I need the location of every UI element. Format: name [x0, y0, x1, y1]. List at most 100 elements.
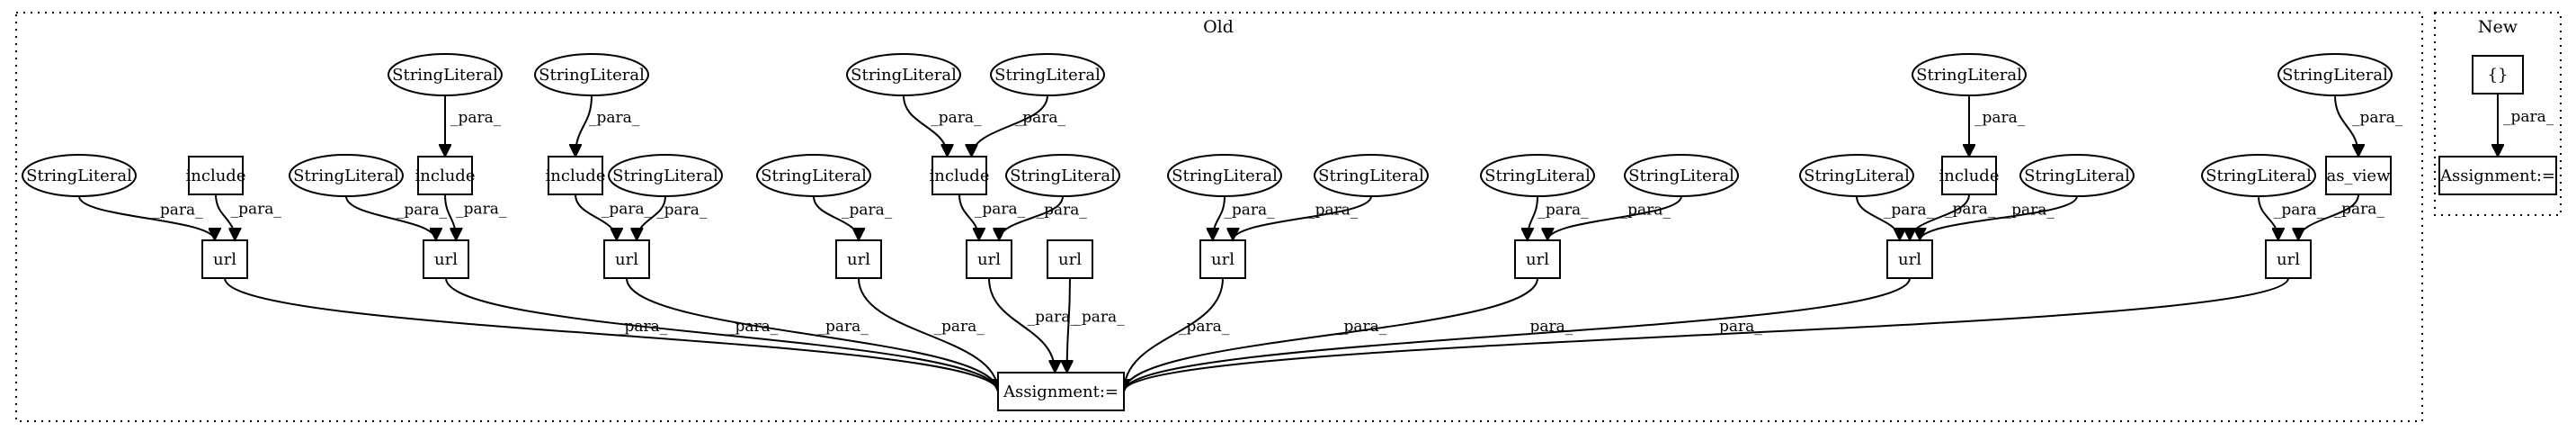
edge-line	[445, 277, 998, 392]
node-label: StringLiteral	[761, 166, 867, 185]
include-node: include	[415, 156, 475, 195]
edge-line	[2298, 194, 2359, 241]
edge-line	[575, 94, 593, 157]
cluster-border	[15, 12, 2423, 422]
node-label: include	[186, 166, 246, 185]
edge-label: _para_	[1015, 109, 1066, 127]
edge-line	[858, 277, 998, 392]
node-label: StringLiteral	[612, 166, 718, 185]
url-node: url	[201, 239, 248, 279]
edge-label: _para_	[1074, 309, 1125, 327]
url-node: url	[1199, 239, 1246, 279]
assignment-node: Assignment:=	[2438, 156, 2557, 195]
node-label: include	[1939, 166, 2000, 185]
include-node: include	[930, 156, 989, 195]
node-label: url	[1898, 250, 1921, 269]
edge: _para_	[1910, 194, 1996, 241]
edge-label: _para_	[934, 318, 985, 336]
node-label: StringLiteral	[1804, 166, 1910, 185]
edge-line	[1920, 195, 2078, 241]
node-box	[2438, 156, 2557, 195]
url-node: url	[2265, 239, 2312, 279]
edge-line	[444, 194, 456, 240]
url-node: url	[966, 239, 1012, 279]
url-node: url	[423, 239, 469, 279]
string-literal-node: StringLiteral	[1480, 154, 1595, 197]
url-node: url	[1514, 239, 1561, 279]
node-box	[1047, 239, 1093, 279]
node-box	[966, 239, 1012, 279]
edge-label: _para_	[818, 318, 869, 336]
braces-node: {}	[2472, 55, 2524, 94]
node-label: url	[1526, 250, 1549, 269]
edge-line	[575, 194, 617, 241]
node-ellipse	[388, 53, 503, 96]
edge-line	[958, 194, 979, 241]
string-literal-node: StringLiteral	[990, 53, 1105, 96]
include-node: include	[546, 156, 606, 195]
edge-line	[999, 195, 1064, 241]
edge-label: _para_	[1336, 318, 1387, 336]
node-label: StringLiteral	[1484, 166, 1591, 185]
edge: _para_	[903, 94, 982, 158]
node-ellipse	[534, 53, 649, 96]
edge-label: _para_	[931, 109, 982, 127]
string-literal-node: StringLiteral	[846, 53, 961, 96]
edge-label: _para_	[2004, 202, 2055, 220]
node-label: url	[615, 250, 638, 269]
node-label: StringLiteral	[539, 66, 645, 85]
node-label: Assignment:=	[1003, 382, 1119, 401]
string-literal-node: StringLiteral	[289, 154, 404, 197]
node-label: url	[2277, 250, 2300, 269]
edge: _para_	[2258, 195, 2325, 241]
edge-label: _para_	[1037, 202, 1088, 220]
node-label: StringLiteral	[1916, 66, 2022, 85]
edge: _para_	[1547, 195, 1682, 241]
string-literal-node: StringLiteral	[1005, 154, 1120, 197]
url-node: url	[1886, 239, 1933, 279]
edge-label: _para_	[1224, 202, 1275, 220]
node-label: include	[546, 166, 606, 185]
node-ellipse	[2277, 53, 2393, 96]
edge: _para_	[958, 194, 1026, 241]
edge-line	[345, 195, 436, 241]
cluster-label: Old	[1203, 17, 1234, 37]
edge-line	[988, 277, 1055, 373]
node-ellipse	[2019, 154, 2135, 197]
node-box	[1514, 239, 1561, 279]
string-literal-node: StringLiteral	[1167, 154, 1282, 197]
edge-line	[224, 277, 998, 392]
edge-label: _para_	[1179, 318, 1230, 336]
edge: _para_	[2498, 93, 2554, 157]
edge-label: _para_	[975, 201, 1026, 219]
url-node: url	[1047, 239, 1093, 279]
node-label: as_view	[2327, 166, 2392, 185]
node-label: StringLiteral	[994, 66, 1101, 85]
edge-line	[1547, 195, 1682, 241]
edge: _para_	[858, 277, 998, 392]
node-label: url	[1211, 250, 1235, 269]
string-literal-node: StringLiteral	[1624, 154, 1739, 197]
string-literal-node: StringLiteral	[2019, 154, 2135, 197]
edge-label: _para_	[397, 202, 448, 220]
edge-label: _para_	[1620, 202, 1671, 220]
edge-label: _para_	[1884, 202, 1935, 220]
edge-label: _para_	[727, 318, 779, 336]
edge: _para_	[78, 195, 215, 241]
node-label: url	[213, 250, 236, 269]
node-ellipse	[1314, 154, 1429, 197]
node-ellipse	[289, 154, 404, 197]
edge-line	[1124, 277, 2289, 392]
node-label: url	[847, 250, 870, 269]
string-literal-node: StringLiteral	[1799, 154, 1914, 197]
node-label: StringLiteral	[2206, 166, 2312, 185]
edge-line	[1213, 195, 1226, 240]
include-node: include	[1939, 156, 2000, 195]
edge-label: _para_	[1712, 318, 1763, 336]
string-literal-node: StringLiteral	[388, 53, 503, 96]
node-label: url	[977, 250, 1001, 269]
node-box	[548, 156, 603, 195]
node-ellipse	[608, 154, 723, 197]
cluster-old: Old	[15, 12, 2423, 422]
string-literal-node: StringLiteral	[756, 154, 871, 197]
